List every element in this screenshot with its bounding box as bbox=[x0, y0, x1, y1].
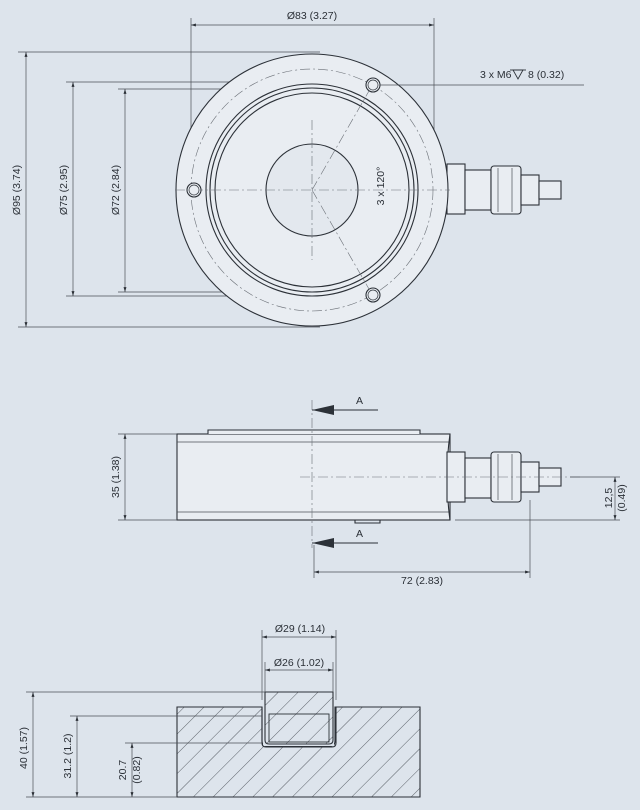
dim-label-h20-b: (0.82) bbox=[131, 756, 143, 783]
dim-label-height-35: 35 (1.38) bbox=[110, 456, 122, 498]
dim-label-h20-a: 20.7 bbox=[117, 760, 129, 781]
dim-label-d95: Ø95 (3.74) bbox=[11, 165, 23, 215]
dim-label-h31: 31.2 (1.2) bbox=[62, 734, 74, 779]
centerline-hole-1 bbox=[311, 83, 374, 191]
thread-depth: 8 (0.32) bbox=[528, 69, 564, 81]
dim-label-connector-12-a: 12,5 bbox=[603, 488, 615, 509]
section-view: Ø29 (1.14) Ø26 (1.02) 40 (1.57) 31.2 (1.… bbox=[18, 623, 421, 798]
thread-callout: 3 x M6 bbox=[480, 69, 512, 81]
centerline-hole-2 bbox=[311, 189, 374, 297]
mounting-hole-1 bbox=[365, 77, 381, 93]
cable-gland-top bbox=[446, 163, 562, 215]
dim-label-d29: Ø29 (1.14) bbox=[275, 623, 325, 635]
dim-label-d72: Ø72 (2.84) bbox=[110, 165, 122, 215]
load-button-side bbox=[207, 429, 421, 434]
mounting-hole-3 bbox=[365, 287, 381, 303]
dim-label-d75: Ø75 (2.95) bbox=[58, 165, 70, 215]
section-label-top: A bbox=[356, 395, 363, 407]
mounting-hole-2 bbox=[186, 182, 202, 198]
section-arrow-top bbox=[312, 405, 378, 415]
top-view: Ø83 (3.27) Ø95 (3.74) Ø75 (2.95) Ø72 (2.… bbox=[11, 10, 584, 328]
dim-label-d83: Ø83 (3.27) bbox=[287, 10, 337, 22]
dim-label-connector-12-b: (0.49) bbox=[616, 484, 628, 511]
depth-symbol-icon bbox=[510, 69, 526, 80]
angle-callout: 3 x 120° bbox=[375, 167, 387, 206]
side-view: A A 35 (1.38) 72 (2.83) 12,5 (0.49) bbox=[110, 395, 628, 587]
dim-label-length-72: 72 (2.83) bbox=[401, 575, 443, 587]
section-arrow-bottom bbox=[312, 538, 378, 548]
dim-label-d26: Ø26 (1.02) bbox=[274, 657, 324, 669]
section-load-button bbox=[264, 691, 334, 745]
dim-label-h40: 40 (1.57) bbox=[18, 727, 30, 769]
section-label-bottom: A bbox=[356, 528, 363, 540]
